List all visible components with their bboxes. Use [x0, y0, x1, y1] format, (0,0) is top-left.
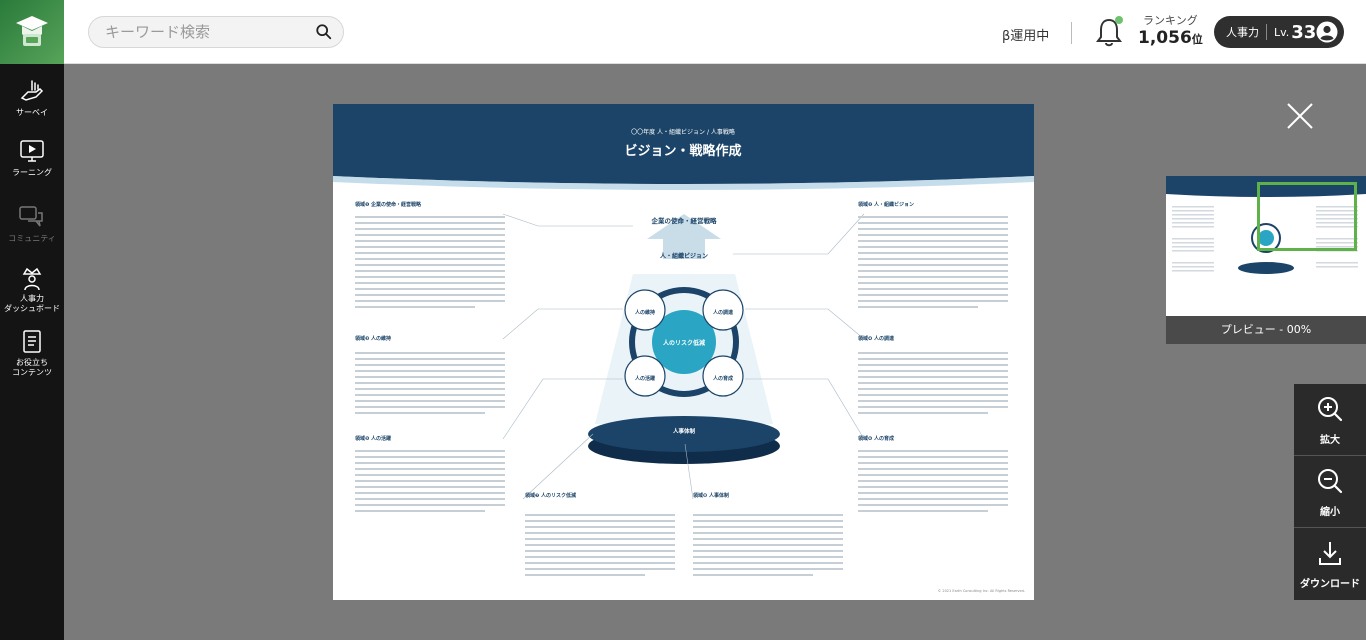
- preview-viewport-indicator[interactable]: [1257, 182, 1357, 251]
- thumbnail-graphic: [1166, 176, 1366, 316]
- document-graphic: 〇〇年度 人・組織ビジョン / 人事戦略 ビジョン・戦略作成 企業の使命・経営戦…: [333, 104, 1034, 593]
- sidebar-item-label: コミュニティ: [8, 234, 56, 243]
- download-icon: [1319, 542, 1341, 565]
- center-circle: [652, 310, 716, 374]
- zoom-out-label: 縮小: [1320, 507, 1340, 518]
- section-heading: 領域❽ 人事体制: [692, 492, 729, 499]
- sidebar-item-label: お役立ち コンテンツ: [12, 358, 52, 377]
- search-box[interactable]: [88, 16, 344, 48]
- sidebar-item-label: サーベイ: [16, 108, 48, 117]
- zoom-in-icon: [1318, 397, 1343, 422]
- sidebar: サーベイ ラーニング コミュニティ 人事力 ダッシュボード お役立ち コンテンツ: [0, 64, 64, 640]
- logo-icon: [16, 16, 48, 46]
- header-divider: [1071, 22, 1072, 44]
- zoom-out-button[interactable]: 縮小: [1294, 456, 1366, 528]
- bell-icon: [1096, 18, 1122, 47]
- notification-dot: [1115, 16, 1123, 24]
- node-acquisition-label: 人の調達: [712, 309, 734, 316]
- top-header: β運用中 ランキング 1,056位 人事力 Lv. 33: [0, 0, 1366, 64]
- node-utilization: [624, 355, 666, 397]
- ranking-unit: 位: [1191, 33, 1203, 46]
- download-label: ダウンロード: [1300, 579, 1360, 590]
- preview-thumbnail[interactable]: [1166, 176, 1366, 316]
- zoom-in-label: 拡大: [1320, 435, 1340, 446]
- zoom-toolbar: 拡大 縮小 ダウンロード: [1294, 384, 1366, 600]
- sidebar-item-label: 人事力 ダッシュボード: [4, 294, 60, 313]
- sidebar-item-contents[interactable]: お役立ち コンテンツ: [0, 328, 64, 378]
- node-retention-label: 人の維持: [634, 309, 655, 316]
- section-heading: 領域❷ 人・組織ビジョン: [857, 201, 914, 208]
- section-heading: 領域❸ 人の維持: [354, 335, 391, 342]
- doc-subtitle: 〇〇年度 人・組織ビジョン / 人事戦略: [631, 128, 735, 136]
- beta-label: β運用中: [1002, 29, 1050, 44]
- ranking-value: 1,056: [1138, 28, 1192, 48]
- node-development-label: 人の育成: [712, 375, 733, 382]
- ranking-label: ランキング: [1143, 14, 1198, 27]
- node-acquisition: [702, 289, 744, 331]
- community-chat-icon: [19, 206, 43, 227]
- level-value: 33: [1291, 21, 1317, 43]
- level-prefix: Lv.: [1274, 25, 1290, 39]
- sidebar-item-community[interactable]: コミュニティ: [0, 204, 64, 244]
- sidebar-item-dashboard[interactable]: 人事力 ダッシュボード: [0, 264, 64, 314]
- user-avatar-icon[interactable]: [1316, 21, 1338, 43]
- doc-header-band: [333, 104, 1034, 184]
- ranking-display[interactable]: ランキング 1,056位: [1138, 12, 1203, 48]
- vision-label: 人・組織ビジョン: [660, 252, 708, 260]
- preview-navigator[interactable]: プレビュー - 00%: [1166, 176, 1366, 344]
- role-label: 人事力: [1226, 26, 1259, 39]
- preview-label: プレビュー - 00%: [1166, 316, 1366, 344]
- platform-label: 人事体制: [673, 427, 696, 435]
- center-top-label: 企業の使命・経営戦略: [651, 216, 718, 225]
- section-heading: 領域❹ 人の調達: [857, 335, 895, 342]
- zoom-out-icon: [1318, 469, 1343, 494]
- arrow-up-shape: [647, 214, 721, 259]
- section-heading: 領域❼ 人のリスク低減: [524, 492, 576, 499]
- node-retention: [624, 289, 666, 331]
- doc-title: ビジョン・戦略作成: [624, 143, 741, 159]
- section-heading: 領域❶ 企業の使命・経営戦略: [354, 201, 422, 208]
- pill-divider: [1266, 24, 1267, 40]
- sidebar-item-survey[interactable]: サーベイ: [0, 78, 64, 118]
- search-input[interactable]: [105, 23, 315, 41]
- document-page: 〇〇年度 人・組織ビジョン / 人事戦略 ビジョン・戦略作成 企業の使命・経営戦…: [333, 104, 1034, 600]
- dashboard-crown-icon: [22, 267, 42, 291]
- learning-video-icon: [20, 140, 44, 162]
- download-button[interactable]: ダウンロード: [1294, 528, 1366, 600]
- node-utilization-label: 人の活躍: [634, 375, 655, 382]
- zoom-in-button[interactable]: 拡大: [1294, 384, 1366, 456]
- center-circle-label: 人のリスク低減: [663, 339, 705, 347]
- document-icon: [23, 330, 41, 353]
- close-icon[interactable]: [1284, 100, 1316, 132]
- section-heading: 領域❻ 人の育成: [857, 435, 894, 442]
- node-development: [702, 355, 744, 397]
- survey-hand-icon: [20, 80, 44, 101]
- sidebar-item-learning[interactable]: ラーニング: [0, 138, 64, 178]
- notification-button[interactable]: [1094, 16, 1124, 48]
- cycle-ring: [629, 287, 739, 397]
- section-heading: 領域❺ 人の活躍: [354, 435, 391, 442]
- search-icon[interactable]: [315, 23, 333, 41]
- app-logo[interactable]: [0, 0, 64, 64]
- user-status-pill[interactable]: 人事力 Lv. 33: [1214, 16, 1344, 48]
- sidebar-item-label: ラーニング: [12, 168, 52, 177]
- doc-copyright: © 2021 Earth Consulting Inc. All Rights …: [938, 589, 1025, 593]
